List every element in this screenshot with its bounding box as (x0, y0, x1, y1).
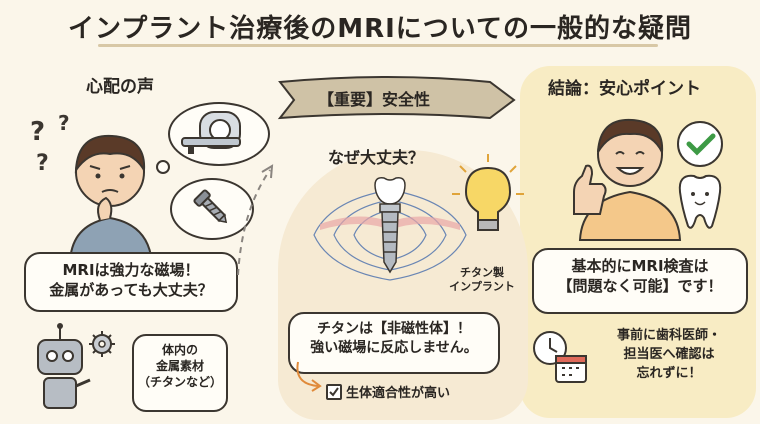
metal-line-3: （チタンなど） (137, 375, 222, 390)
thumbs-up-icon (573, 164, 607, 215)
check-circle-icon (677, 121, 723, 167)
titanium-bubble: チタンは【非磁性体】！ 強い磁場に反応しません。 (288, 312, 500, 374)
gear-icon (89, 331, 115, 357)
magnetic-field-illustration (313, 177, 467, 281)
conclusion-heading: 結論：安心ポイント (548, 79, 701, 99)
worry-heading: 心配の声 (86, 77, 154, 97)
implant-label: チタン製 インプラント (442, 266, 522, 294)
clock-calendar-icon (533, 331, 587, 383)
biocompatible-row: 生体適合性が高い (326, 382, 450, 401)
svg-text:?: ? (30, 117, 45, 147)
dashed-arrow (237, 164, 274, 276)
note-line-2: 担当医へ確認は (623, 346, 715, 362)
screw-icon (193, 189, 228, 224)
implant-icon (374, 177, 406, 274)
svg-text:?: ? (36, 151, 49, 176)
worry-line-1: MRIは強力な磁場！ (62, 261, 200, 279)
banner-label: 【重要】安全性 (318, 90, 431, 109)
titanium-line-2: 強い磁場に反応しません。 (310, 339, 478, 356)
metal-line-1: 体内の (161, 343, 198, 357)
page-title: インプラント治療後のMRIについての一般的な疑問 (67, 14, 692, 44)
metal-line-2: 金属素材 (155, 359, 204, 374)
titanium-line-1: チタンは【非磁性体】！ (317, 321, 471, 337)
tooth-mascot-icon (678, 174, 722, 229)
robot-icon (37, 323, 115, 409)
metal-bubble: 体内の 金属素材 （チタンなど） (132, 334, 228, 412)
checkbox-icon (326, 383, 342, 400)
title-underline (98, 44, 658, 47)
note-line-1: 事前に歯科医師・ (616, 328, 721, 343)
note-line-3: 忘れずに！ (636, 365, 702, 381)
worry-line-2: 金属があっても大丈夫？ (49, 281, 213, 300)
light-bulb-icon (452, 154, 524, 231)
mri-machine-icon (181, 111, 241, 154)
svg-text:?: ? (58, 111, 70, 135)
implant-label-line-2: インプラント (449, 279, 515, 293)
question-mark-icon: ? ? ? (30, 111, 70, 176)
conclusion-line-2: 【問題なく可能】です！ (557, 277, 723, 296)
banner-arrow (277, 76, 516, 120)
conclusion-box: 基本的にMRI検査は 【問題なく可能】です！ (532, 248, 748, 314)
biocompatible-text: 生体適合性が高い (346, 386, 451, 401)
thought-dot (156, 160, 170, 174)
curved-arrow (296, 361, 322, 392)
conclusion-line-1: 基本的にMRI検査は (571, 257, 709, 275)
worry-bubble: MRIは強力な磁場！ 金属があっても大丈夫？ (24, 252, 238, 312)
happy-person-illustration (573, 118, 723, 241)
confirm-note: 事前に歯科医師・ 担当医へ確認は 忘れずに！ (594, 327, 744, 384)
implant-label-line-1: チタン製 (460, 266, 504, 279)
question-heading: なぜ大丈夫？ (328, 148, 425, 167)
